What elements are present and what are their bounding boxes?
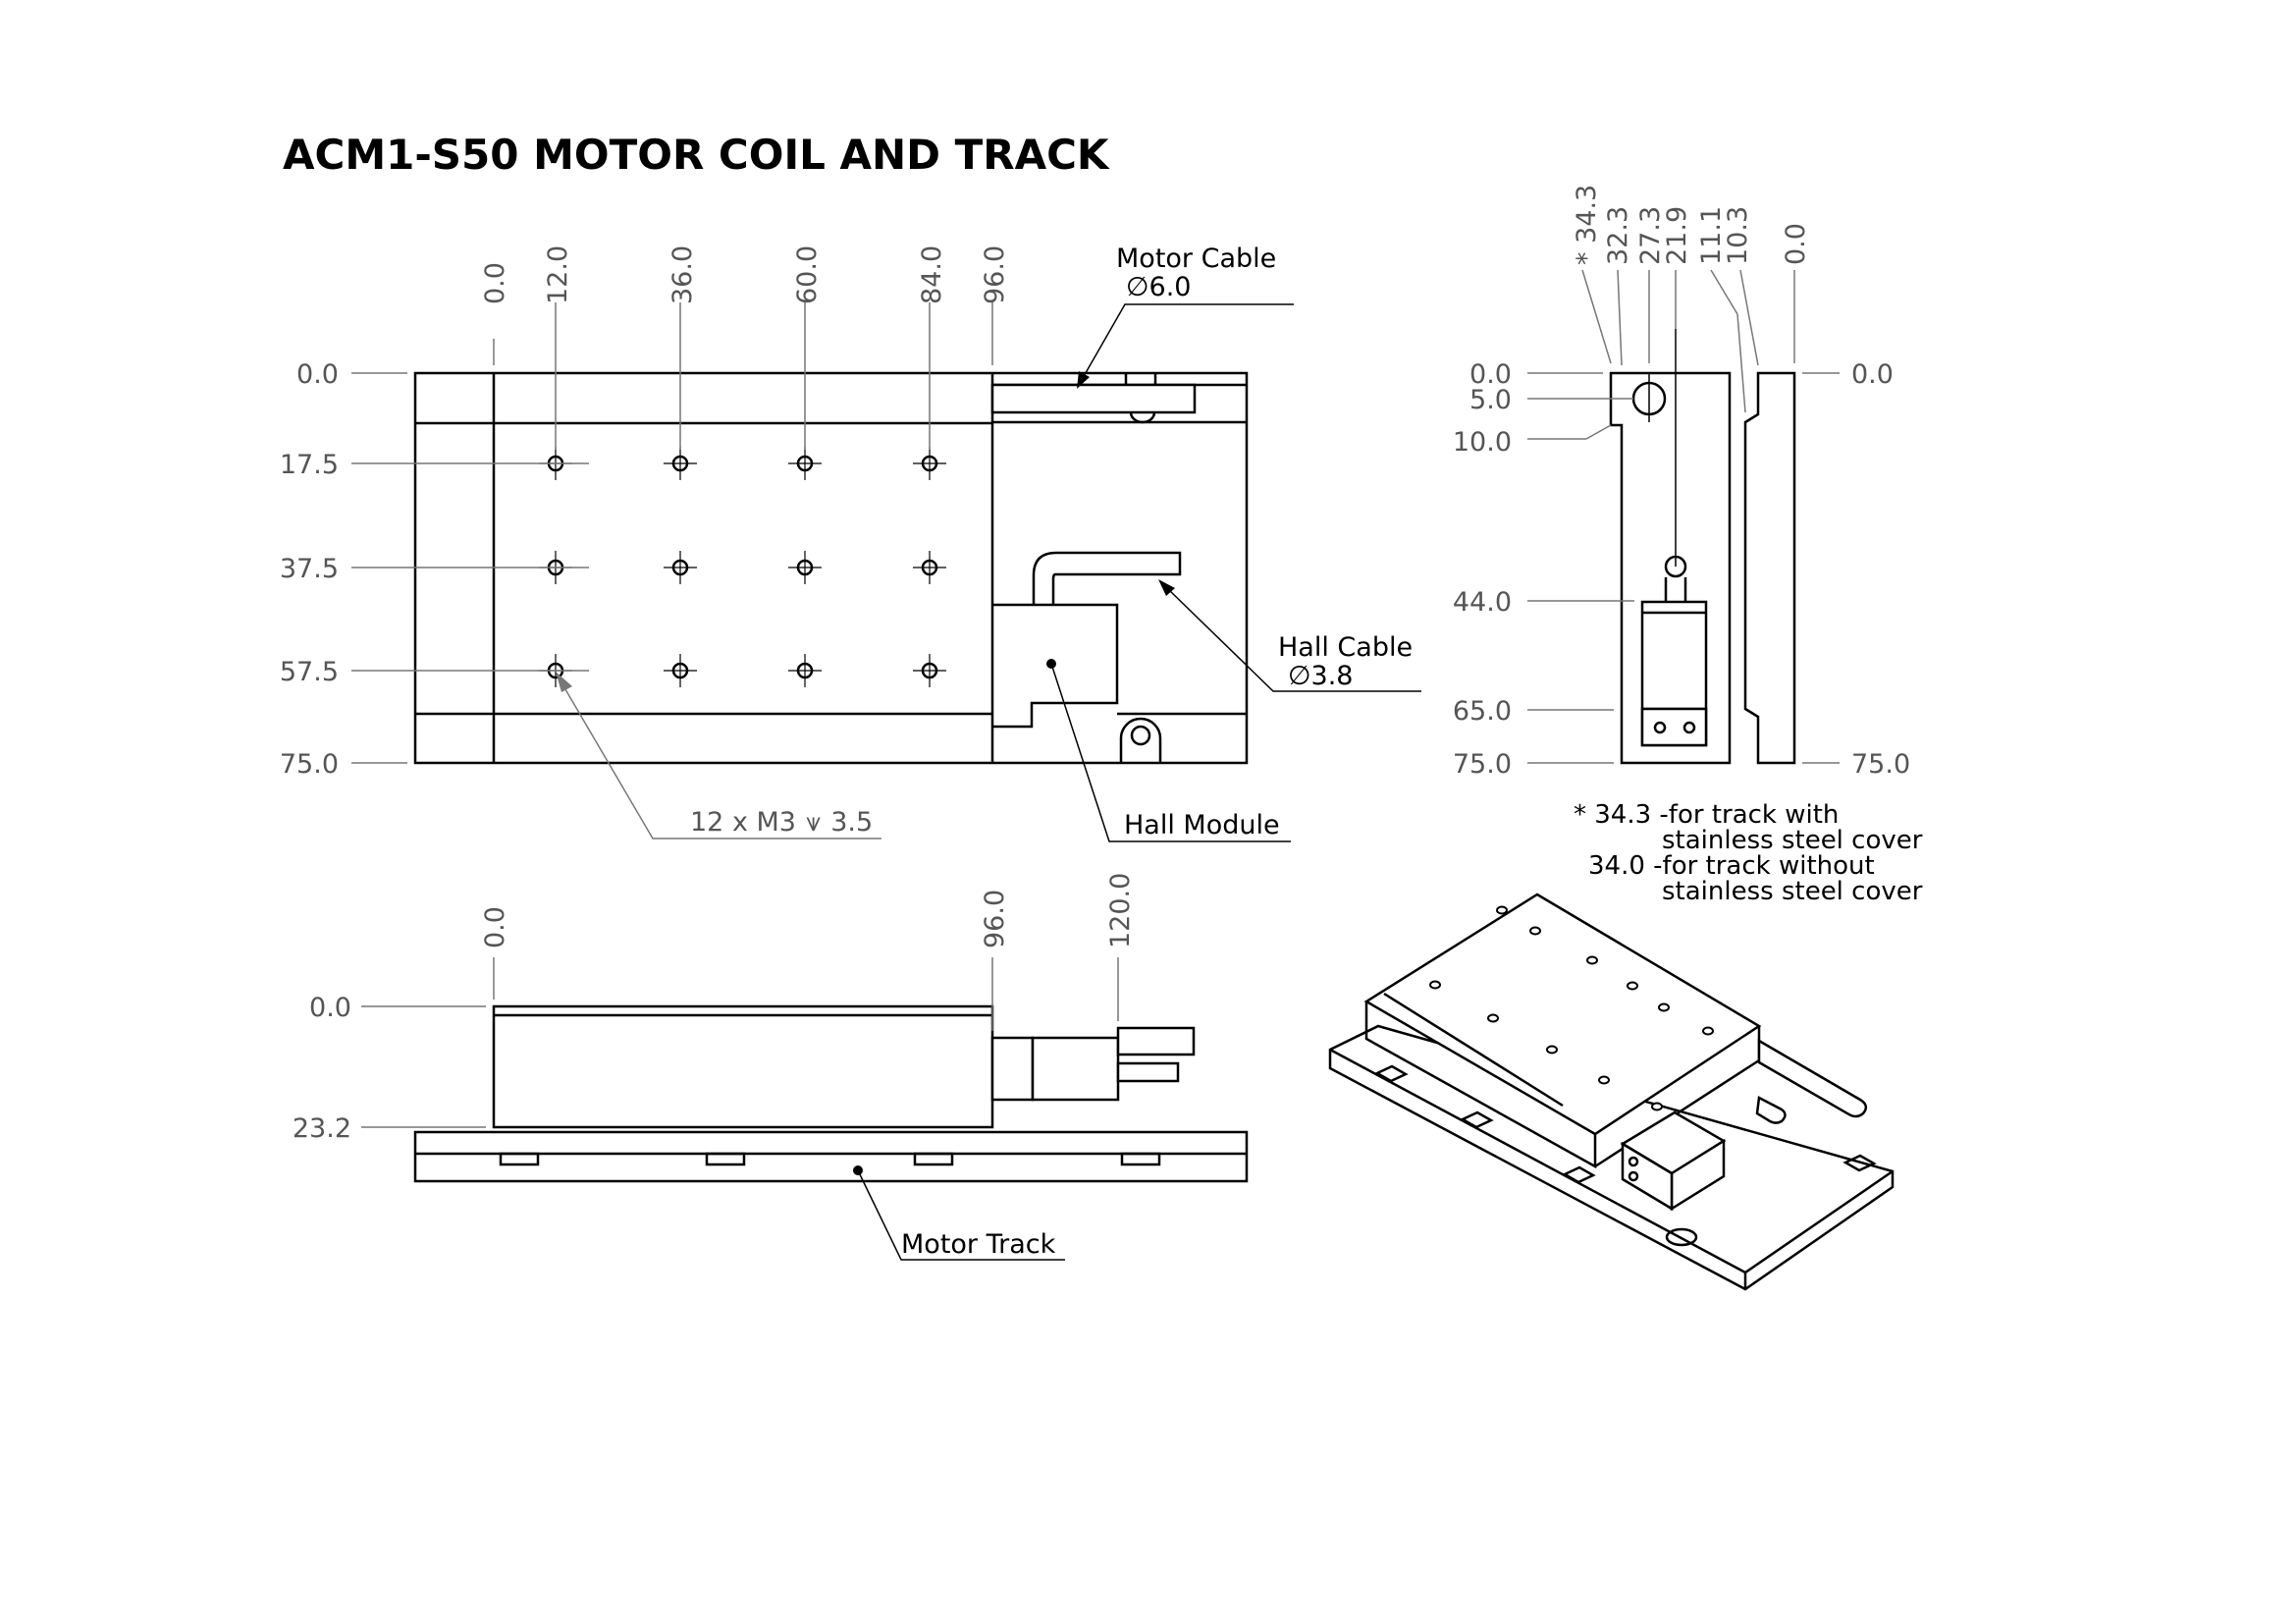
dim-x-36: 36.0 <box>667 245 698 304</box>
iso-hole <box>1429 980 1441 990</box>
iso-hole <box>1546 1045 1558 1055</box>
side-dim-y-0: 0.0 <box>309 993 351 1023</box>
iso-hole <box>1702 1026 1714 1036</box>
iso-hole <box>1487 1013 1499 1023</box>
hole-centerline <box>664 654 697 687</box>
hall-module <box>992 603 1119 729</box>
mounting-holes <box>539 447 946 687</box>
end-dim-y-right-0: 0.0 <box>1851 359 1894 390</box>
hole-centerline <box>788 654 822 687</box>
end-dim-x-10-3: 10.3 <box>1723 206 1753 265</box>
iso-track <box>1328 1024 1895 1291</box>
track-end <box>1743 371 1796 765</box>
motor-cable-side <box>1116 1026 1196 1056</box>
dim-y-17-5: 17.5 <box>280 450 339 480</box>
end-dim-y-0: 0.0 <box>1469 359 1512 390</box>
hall-cable-diameter: ∅3.8 <box>1288 661 1353 691</box>
dim-x-60: 60.0 <box>792 245 823 304</box>
hole-centerline <box>913 447 946 480</box>
hole-callout: 12 x M3⩛3.5 <box>690 807 873 838</box>
dim-x-84: 84.0 <box>917 245 947 304</box>
motor-track-label: Motor Track <box>901 1229 1056 1260</box>
note-line-2: stainless steel cover <box>1662 826 1923 855</box>
dim-x-0: 0.0 <box>480 262 510 304</box>
side-dim-x-96: 96.0 <box>980 890 1010 948</box>
iso-hole <box>1496 905 1508 915</box>
end-dim-y-10: 10.0 <box>1453 427 1512 458</box>
iso-hole <box>1598 1075 1610 1085</box>
note-line-4: stainless steel cover <box>1662 877 1923 906</box>
note-line-3: 34.0 -for track without <box>1588 851 1875 881</box>
isometric-view <box>1328 893 1895 1291</box>
dim-y-57-5: 57.5 <box>280 657 339 687</box>
motor-track <box>413 1130 1249 1183</box>
end-dim-y-right-75: 75.0 <box>1851 749 1910 780</box>
note-line-1: * 34.3 -for track with <box>1574 800 1839 830</box>
coil-side <box>492 1004 994 1129</box>
hall-cable-side <box>1116 1061 1180 1083</box>
top-view: 0.0 12.0 36.0 60.0 84.0 96.0 0.0 17.5 37… <box>280 244 1421 842</box>
motor-cable <box>990 383 1197 414</box>
end-dim-y-5: 5.0 <box>1469 385 1512 415</box>
iso-holes <box>1429 905 1714 1137</box>
hole-centerline <box>664 551 697 584</box>
iso-hole <box>1627 981 1638 991</box>
end-dim-x-11-1: 11.1 <box>1696 206 1727 265</box>
end-dim-x-0: 0.0 <box>1781 223 1811 265</box>
hall-module-label: Hall Module <box>1124 810 1280 840</box>
dim-y-0: 0.0 <box>296 359 339 390</box>
notes: * 34.3 -for track with stainless steel c… <box>1574 800 1923 906</box>
dim-y-37-5: 37.5 <box>280 554 339 584</box>
dim-y-75: 75.0 <box>280 749 339 780</box>
hall-cable-label: Hall Cable <box>1278 632 1413 663</box>
end-dim-y-65: 65.0 <box>1453 696 1512 727</box>
end-dim-y-44: 44.0 <box>1453 587 1512 618</box>
iso-hole <box>1529 926 1541 936</box>
hole-centerline <box>664 447 697 480</box>
end-dim-x-34-3: * 34.3 <box>1572 185 1602 265</box>
iso-hole <box>1651 1102 1663 1111</box>
end-dim-y-75: 75.0 <box>1453 749 1512 780</box>
iso-hole <box>1586 955 1598 965</box>
hole-centerline <box>788 551 822 584</box>
dim-x-12: 12.0 <box>543 245 573 304</box>
hole-centerline <box>913 551 946 584</box>
dim-x-96: 96.0 <box>980 245 1010 304</box>
hole-centerline <box>788 447 822 480</box>
end-dim-x-21-9: 21.9 <box>1662 206 1692 265</box>
side-view: Motor Track 0.0 96.0 120.0 0.0 23.2 <box>293 873 1249 1261</box>
iso-motor-cable <box>1757 1038 1868 1118</box>
side-dim-x-120: 120.0 <box>1105 873 1136 948</box>
motor-cable-diameter: ∅6.0 <box>1126 272 1191 302</box>
motor-cable-label: Motor Cable <box>1116 244 1276 274</box>
end-dim-x-32-3: 32.3 <box>1603 206 1633 265</box>
side-dim-x-0: 0.0 <box>480 906 510 948</box>
iso-hall-module <box>1621 1141 1674 1212</box>
coil-end <box>1609 371 1732 765</box>
end-view: * 34.3 32.3 27.3 21.9 11.1 10.3 0.0 0.0 … <box>1453 185 1910 780</box>
side-dim-y-23-2: 23.2 <box>293 1113 351 1144</box>
hole-centerline <box>913 654 946 687</box>
drawing-title: ACM1-S50 MOTOR COIL AND TRACK <box>283 131 1110 179</box>
end-dim-x-27-3: 27.3 <box>1635 206 1666 265</box>
hall-cable <box>1032 551 1182 605</box>
iso-hole <box>1658 1002 1670 1012</box>
